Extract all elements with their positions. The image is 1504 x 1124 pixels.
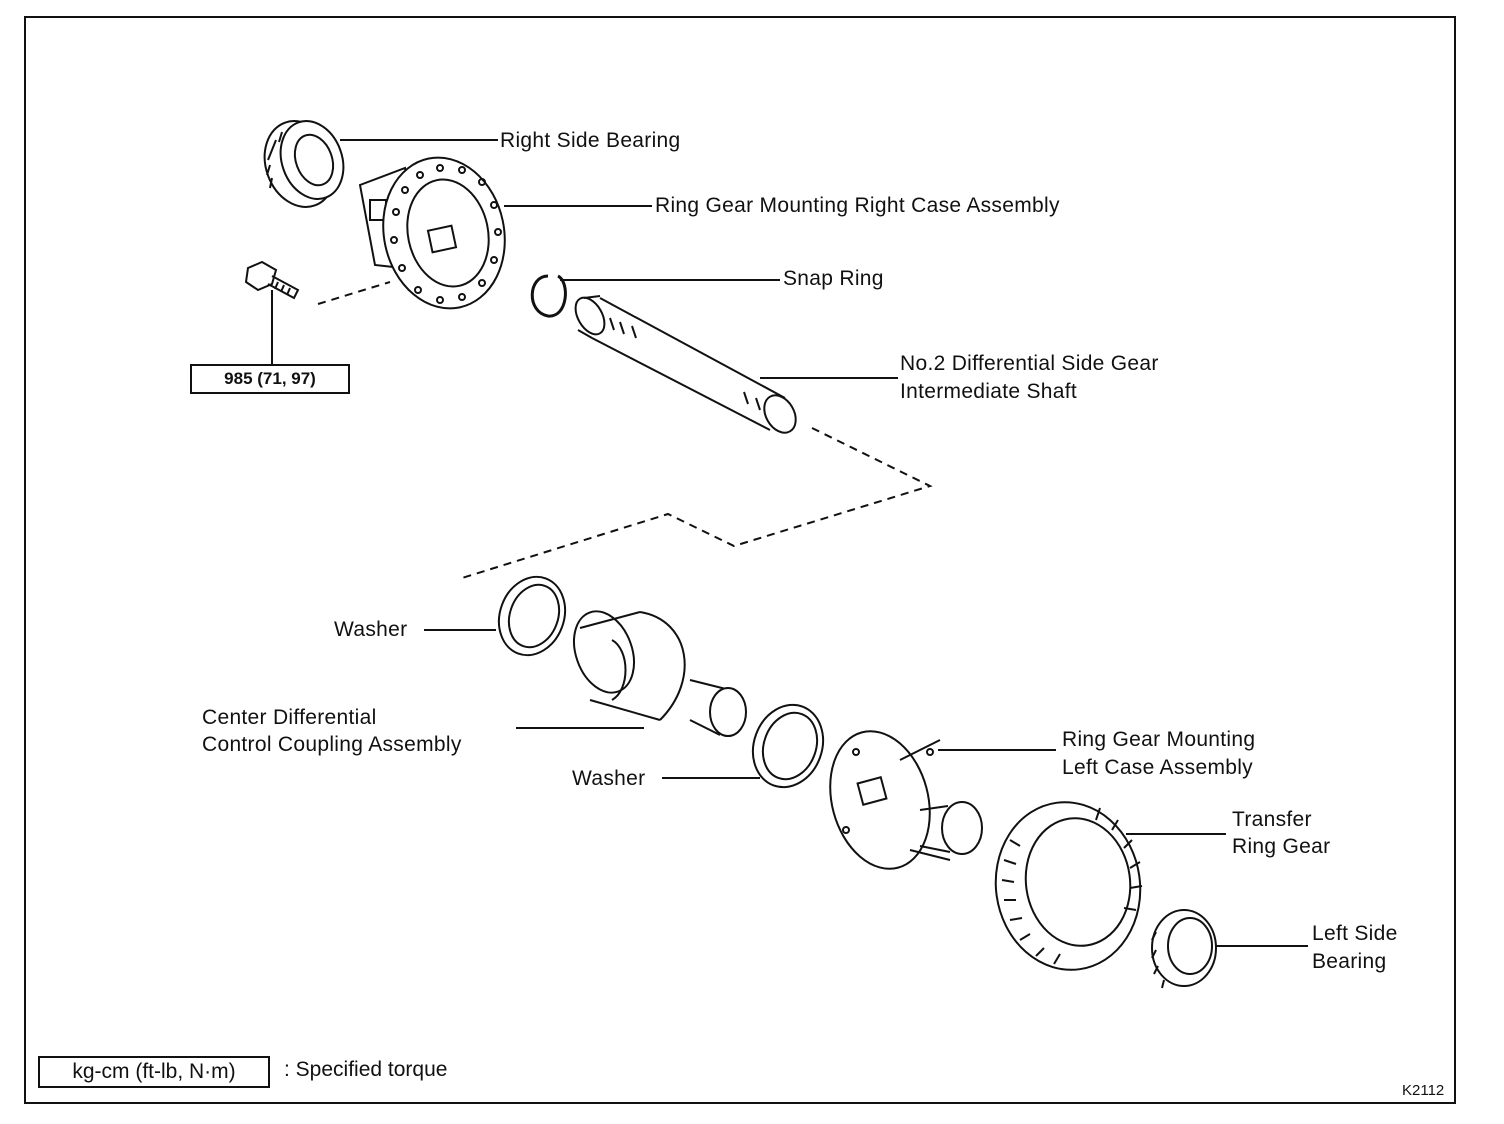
label-shaft-line2: Intermediate Shaft — [900, 380, 1077, 403]
label-right-side-bearing: Right Side Bearing — [500, 129, 681, 152]
diagram-frame — [24, 16, 1456, 1104]
bolt-part — [244, 260, 300, 300]
label-left-bearing-line1: Left Side — [1312, 922, 1398, 945]
snap-ring-part — [530, 274, 567, 318]
label-left-case-line1: Ring Gear Mounting — [1062, 728, 1256, 751]
intermediate-shaft-part — [574, 295, 797, 434]
label-washer-top: Washer — [334, 618, 408, 641]
left-case-part — [829, 730, 983, 870]
label-left-case-line2: Left Case Assembly — [1062, 756, 1253, 779]
label-washer-bottom: Washer — [572, 767, 646, 790]
label-coupling-line1: Center Differential — [202, 706, 377, 729]
washer-bottom-part — [751, 703, 825, 789]
legend-unit-box: kg-cm (ft-lb, N·m) — [38, 1056, 270, 1088]
figure-code: K2112 — [1402, 1082, 1445, 1099]
label-shaft-line1: No.2 Differential Side Gear — [900, 352, 1159, 375]
label-coupling-line2: Control Coupling Assembly — [202, 733, 462, 756]
left-side-bearing-part — [1151, 909, 1217, 989]
right-case-part — [358, 156, 506, 310]
label-snap-ring: Snap Ring — [783, 267, 884, 290]
label-ring-gear-line2: Ring Gear — [1232, 835, 1331, 858]
label-left-bearing-line2: Bearing — [1312, 950, 1387, 973]
coupling-part — [573, 610, 747, 737]
right-side-bearing-part — [263, 120, 345, 208]
label-right-case: Ring Gear Mounting Right Case Assembly — [655, 194, 1060, 217]
label-ring-gear-line1: Transfer — [1232, 808, 1312, 831]
torque-spec-box: 985 (71, 97) — [190, 364, 350, 394]
ring-gear-part — [994, 801, 1143, 971]
legend-description: : Specified torque — [284, 1058, 448, 1081]
bolt-leader — [317, 281, 391, 305]
assembly-leader-dashed — [461, 427, 933, 579]
washer-top-part — [497, 575, 567, 657]
